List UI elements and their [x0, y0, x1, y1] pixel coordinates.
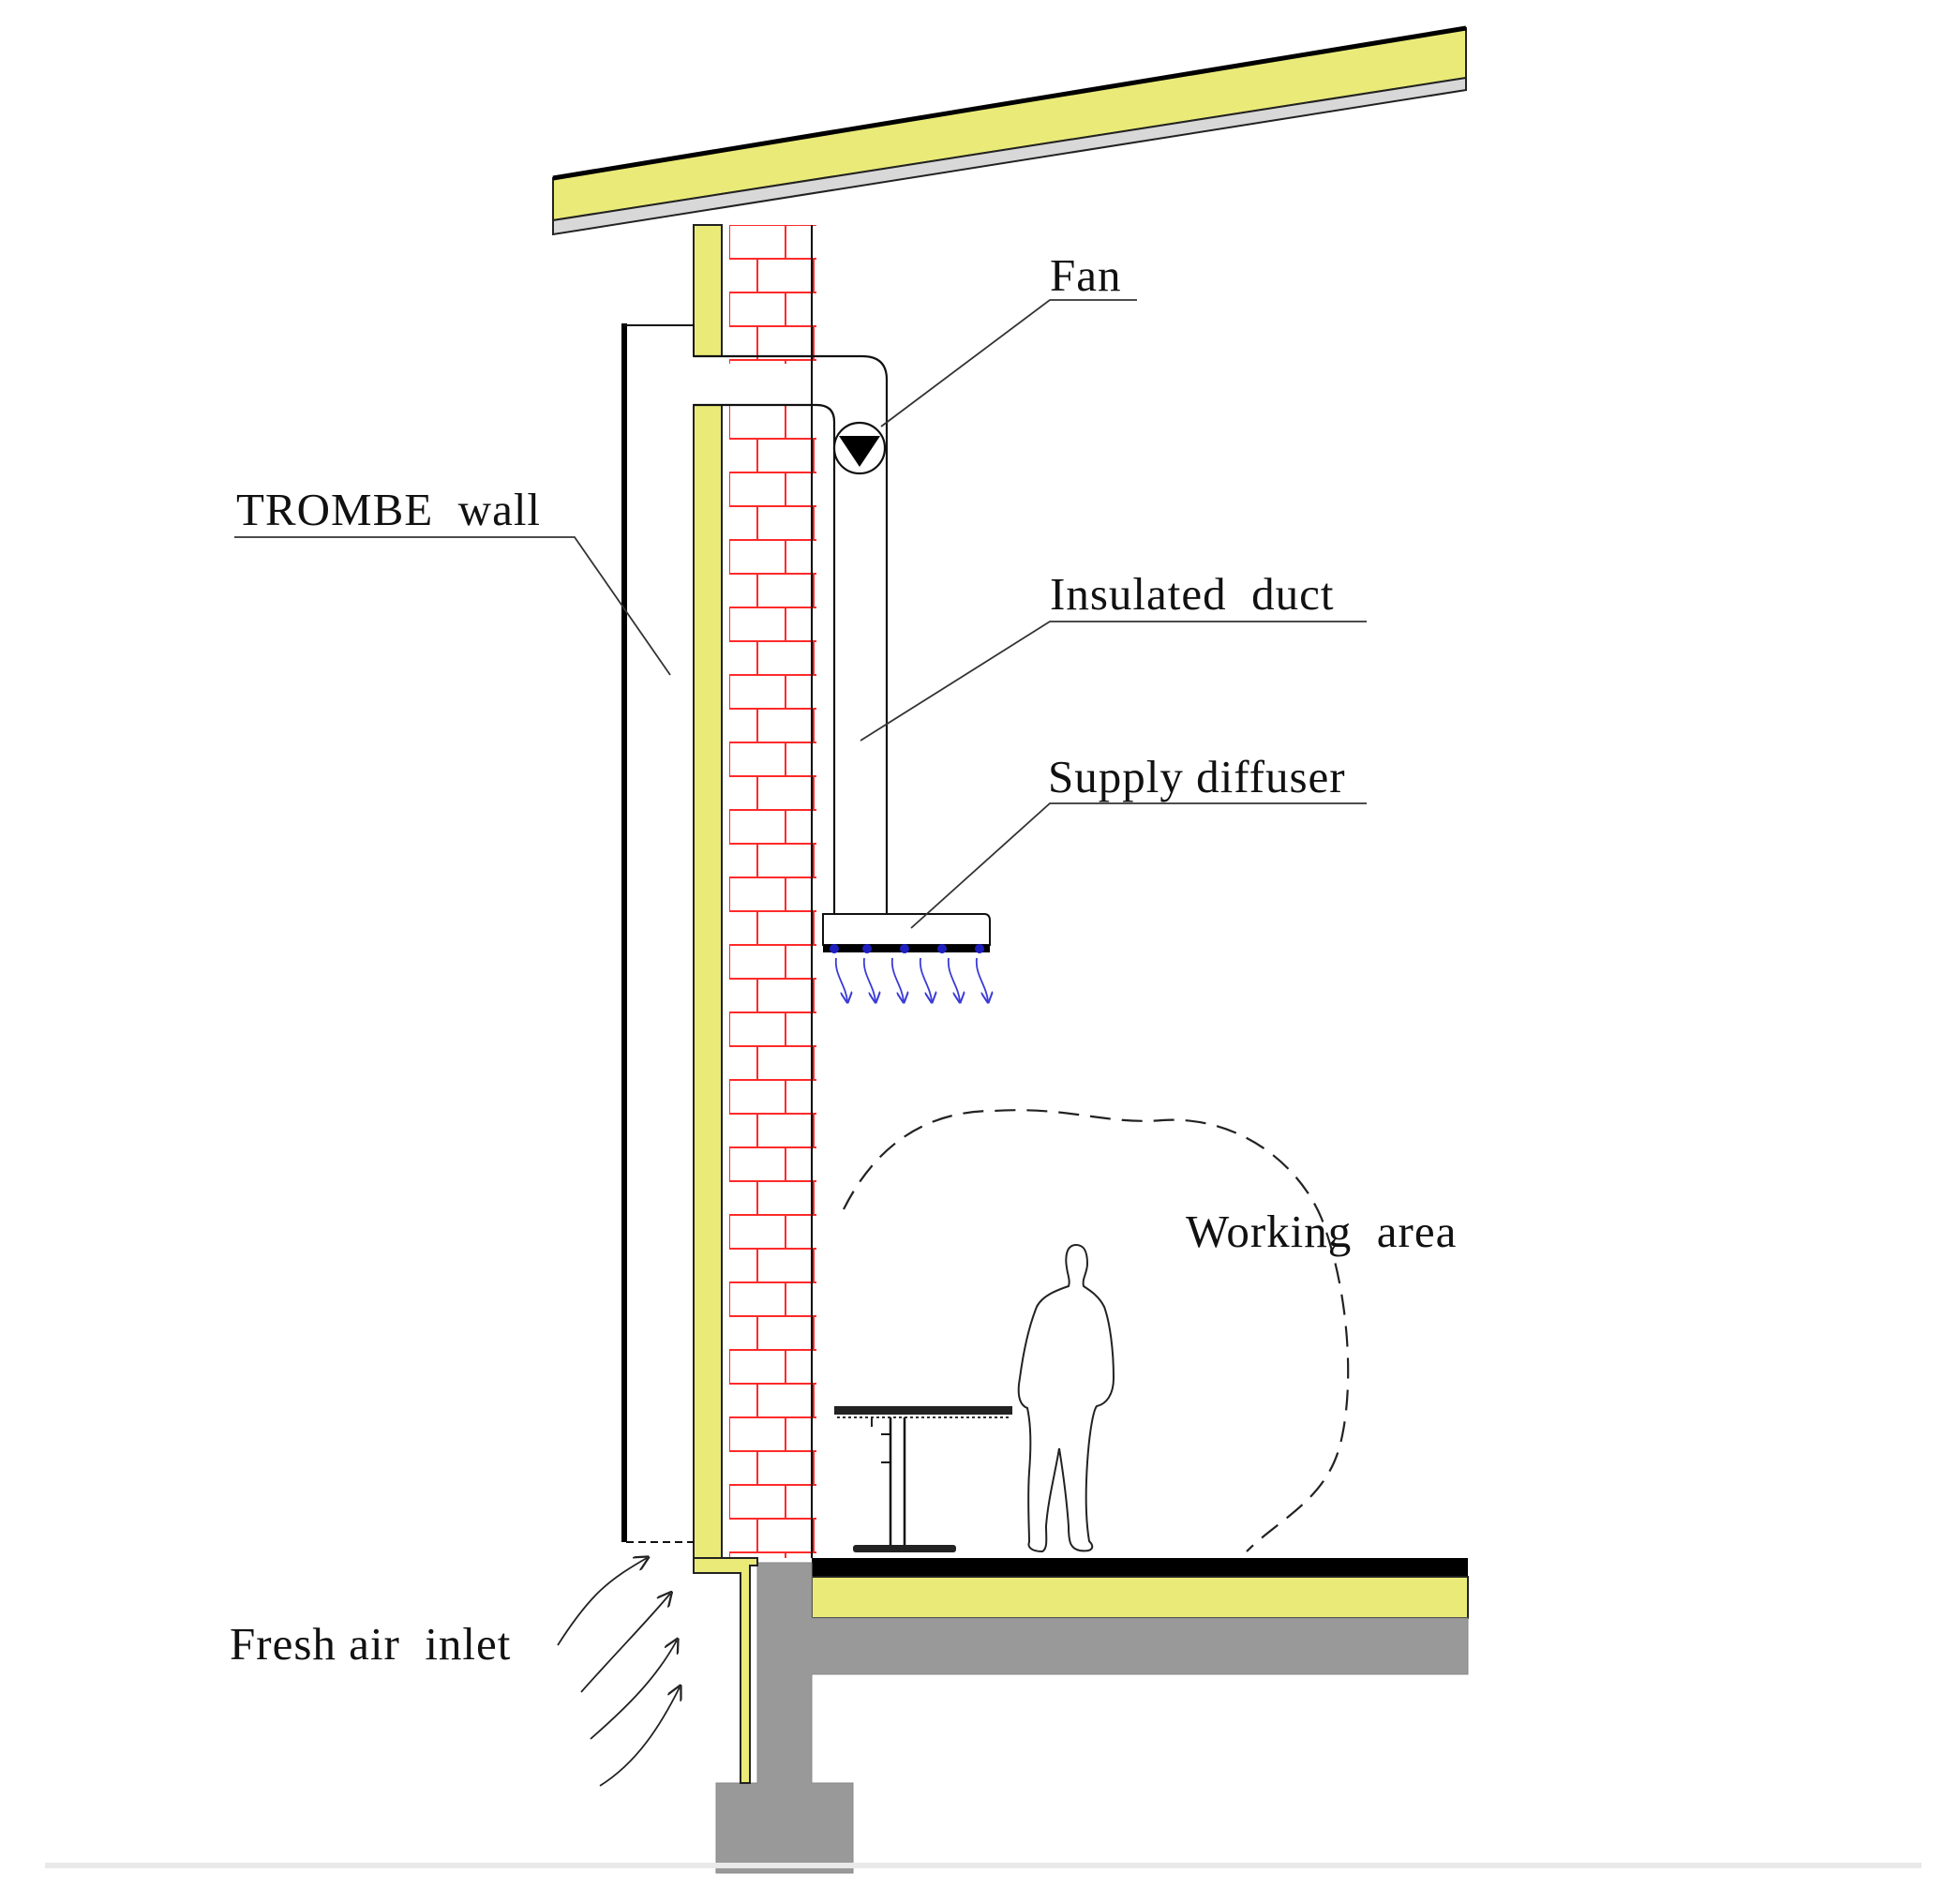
- brick-pattern-main: [729, 405, 816, 1558]
- foundation-concrete: [715, 1562, 1469, 1874]
- diffuser-body: [822, 913, 991, 946]
- brick-wall: [729, 225, 816, 1558]
- fan-leader: [880, 299, 1137, 427]
- diffuser-outlet-dot: [975, 944, 984, 953]
- foundation-insulation-strip: [693, 1557, 758, 1784]
- trombe-wall-leader: [234, 536, 671, 676]
- airflow-arrow: [834, 957, 847, 1001]
- duct-inner-wall: [694, 403, 836, 914]
- fan-label: Fan: [1050, 249, 1122, 301]
- working-area-boundary: [843, 1109, 1350, 1552]
- airflow-arrows: [834, 957, 988, 1001]
- brick-pattern-top: [729, 225, 816, 364]
- diffuser-outlet-dot: [830, 944, 839, 953]
- table-base: [853, 1545, 956, 1552]
- working-area-label: Working area: [1186, 1206, 1457, 1257]
- supply-diffuser-leader: [910, 802, 1367, 929]
- diffuser-outlet-dot: [862, 944, 872, 953]
- supply-diffuser-unit: [822, 913, 991, 1001]
- airflow-arrow: [975, 957, 988, 1001]
- wall-insulation-top: [693, 224, 723, 357]
- trombe-wall-label: TROMBE wall: [236, 484, 541, 535]
- fan-symbol: [832, 421, 887, 475]
- insulated-duct-leader: [860, 621, 1367, 742]
- floor-insulation: [811, 1576, 1469, 1619]
- airflow-arrow: [919, 957, 932, 1001]
- fresh-air-arrow-3: [590, 1641, 677, 1740]
- diffuser-outlet-dot: [937, 944, 947, 953]
- roof: [552, 25, 1467, 236]
- trombe-glazing: [621, 323, 695, 1543]
- roof-insulation: [552, 26, 1467, 222]
- table-top: [834, 1406, 1012, 1415]
- fresh-air-inlet-label: Fresh air inlet: [230, 1618, 511, 1670]
- supply-diffuser-label: Supply diffuser: [1048, 751, 1346, 802]
- duct-outer-wall: [694, 354, 889, 914]
- wall-insulation: [693, 224, 723, 1559]
- floor-and-foundation: [45, 1557, 1922, 1874]
- diffuser-outlets: [830, 944, 984, 953]
- wall-insulation-main: [693, 404, 723, 1559]
- fan-triangle: [839, 436, 880, 467]
- roof-membrane: [552, 76, 1467, 236]
- insulated-duct-label: Insulated duct: [1050, 568, 1334, 620]
- leader-lines: [234, 299, 1367, 929]
- airflow-arrow: [862, 957, 875, 1001]
- airflow-arrow: [947, 957, 960, 1001]
- fresh-air-arrow-2: [580, 1594, 670, 1693]
- insulated-duct: [694, 354, 889, 914]
- fresh-air-arrows: [557, 1558, 680, 1787]
- fresh-air-arrow-1: [557, 1558, 647, 1646]
- roof-top-edge: [552, 25, 1467, 181]
- person-figure: [1017, 1243, 1115, 1553]
- floor-finish: [812, 1558, 1468, 1577]
- diffuser-outlet-dot: [900, 944, 909, 953]
- table: [834, 1406, 1012, 1552]
- fresh-air-arrow-4: [599, 1687, 680, 1787]
- airflow-arrow: [890, 957, 904, 1001]
- glazing-top-frame: [624, 324, 695, 356]
